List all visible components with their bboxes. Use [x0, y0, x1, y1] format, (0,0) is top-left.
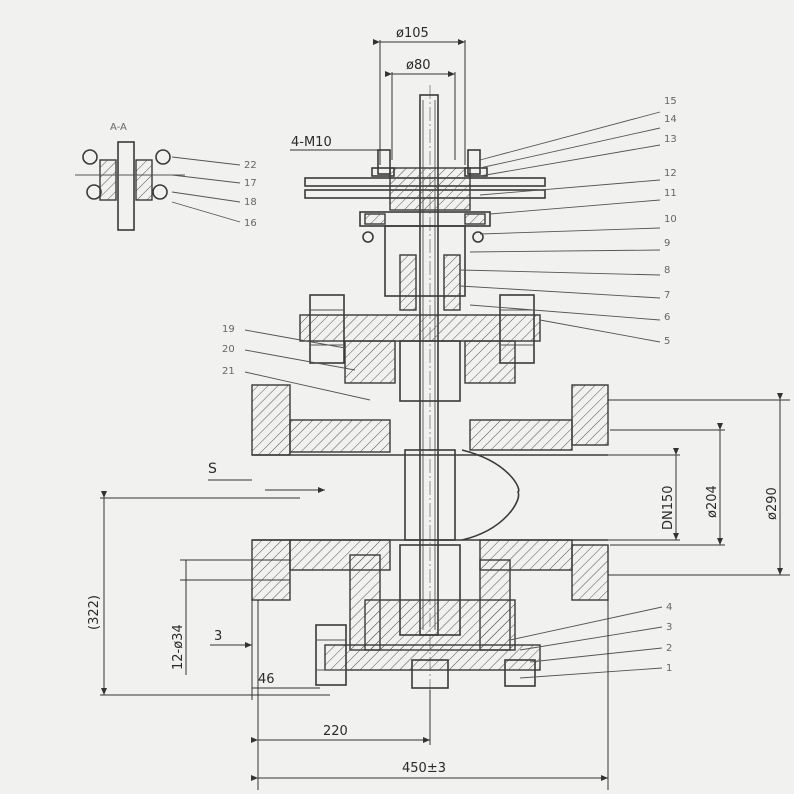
bonnet — [359, 211, 491, 311]
dim-holes — [180, 559, 290, 675]
callout-6: 6 — [664, 312, 670, 323]
dim-d80-label: ø80 — [406, 58, 431, 73]
dim-322 — [100, 491, 330, 696]
dim-d204-label: ø204 — [705, 485, 720, 518]
callout-9: 9 — [664, 238, 670, 249]
callout-3: 3 — [666, 622, 672, 633]
callout-8: 8 — [664, 265, 670, 276]
section-aa-title: A-A — [110, 122, 127, 133]
callout-10: 10 — [664, 214, 677, 225]
bottom-bolts — [315, 624, 541, 689]
dim-3-label: 3 — [214, 629, 222, 644]
section-callout-3: 18 — [244, 197, 257, 208]
top-flange — [304, 149, 546, 211]
section-callout-1: 22 — [244, 160, 257, 171]
callout-15: 15 — [664, 96, 677, 107]
dim-d80 — [385, 71, 456, 160]
callout-21: 21 — [222, 366, 235, 377]
section-aa — [75, 141, 241, 231]
dim-450 — [251, 600, 609, 790]
bonnet-flange — [299, 294, 541, 402]
dim-right — [608, 393, 790, 576]
callout-13: 13 — [664, 134, 677, 145]
right-leaders — [459, 111, 661, 343]
dim-dn150-label: DN150 — [661, 485, 676, 530]
dim-holes-label: 12-ø34 — [171, 624, 186, 670]
bottom-leaders — [509, 606, 663, 679]
callout-19: 19 — [222, 324, 235, 335]
dim-46-label: 46 — [258, 672, 275, 687]
callout-5: 5 — [664, 336, 670, 347]
callout-11: 11 — [664, 188, 677, 199]
valve-body — [251, 384, 609, 651]
callout-12: 12 — [664, 168, 677, 179]
callout-14: 14 — [664, 114, 677, 125]
dim-322-label: (322) — [87, 595, 102, 630]
dim-s — [208, 479, 325, 493]
dim-3 — [210, 590, 259, 700]
callout-7: 7 — [664, 290, 670, 301]
section-callout-2: 17 — [244, 178, 257, 189]
left-leaders — [244, 329, 371, 401]
callout-2: 2 — [666, 643, 672, 654]
dim-d105-label: ø105 — [396, 26, 429, 41]
dim-d290-label: ø290 — [765, 487, 780, 520]
dim-d105 — [373, 39, 466, 165]
dim-s-label: S — [208, 461, 217, 477]
callout-20: 20 — [222, 344, 235, 355]
callout-4: 4 — [666, 602, 672, 613]
dim-220-label: 220 — [323, 724, 348, 739]
dim-450-label: 450±3 — [402, 761, 446, 776]
dim-bolt-label: 4-M10 — [291, 135, 332, 150]
section-callout-4: 16 — [244, 218, 257, 229]
callout-1: 1 — [666, 663, 672, 674]
